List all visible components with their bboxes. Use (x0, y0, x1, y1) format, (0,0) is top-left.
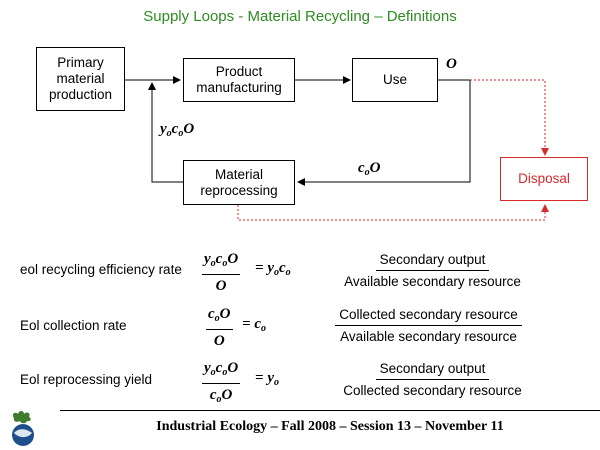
text-fraction-recycling-efficiency: Secondary output Available secondary res… (344, 252, 521, 289)
footer-text: Industrial Ecology – Fall 2008 – Session… (156, 419, 504, 434)
slide-title: Supply Loops - Material Recycling – Defi… (143, 8, 457, 25)
definition-label-recycling-efficiency: eol recycling efficiency rate (20, 262, 182, 277)
formula-recycling-efficiency-result: = yoco (255, 260, 291, 278)
box-use: Use (352, 58, 438, 102)
arrow-reprocessing-to-disposal (237, 204, 549, 221)
flow-label-ycO: yocoO (160, 121, 195, 139)
box-primary-production: Primary material production (36, 47, 125, 111)
box-material-reprocessing: Material reprocessing (183, 160, 295, 205)
definition-label-collection-rate: Eol collection rate (20, 318, 127, 333)
text-fraction-collection-rate: Collected secondary resource Available s… (326, 307, 531, 344)
formula-recycling-efficiency-fraction: yocoO O (202, 251, 241, 294)
box-product-manufacturing: Product manufacturing (183, 58, 295, 102)
formula-collection-rate-fraction: coO O (206, 306, 233, 349)
definition-label-reprocessing-yield: Eol reprocessing yield (20, 372, 153, 387)
footer-rule (60, 410, 600, 411)
text-fraction-reprocessing-yield: Secondary output Collected secondary res… (343, 361, 522, 398)
formula-collection-rate-result: = co (242, 316, 266, 334)
arrow-use-to-disposal (470, 79, 549, 156)
formula-reprocessing-yield-fraction: yocoO coO (202, 360, 241, 405)
formula-reprocessing-yield-result: = yo (255, 370, 279, 388)
oak-leaf-globe-logo (12, 411, 34, 446)
arrow-use-to-reprocessing (297, 79, 471, 186)
flow-label-O: O (446, 56, 457, 72)
flow-label-coO: coO (358, 160, 381, 178)
box-disposal: Disposal (500, 157, 588, 201)
arrow-reprocessing-to-manufacturing (148, 82, 183, 183)
